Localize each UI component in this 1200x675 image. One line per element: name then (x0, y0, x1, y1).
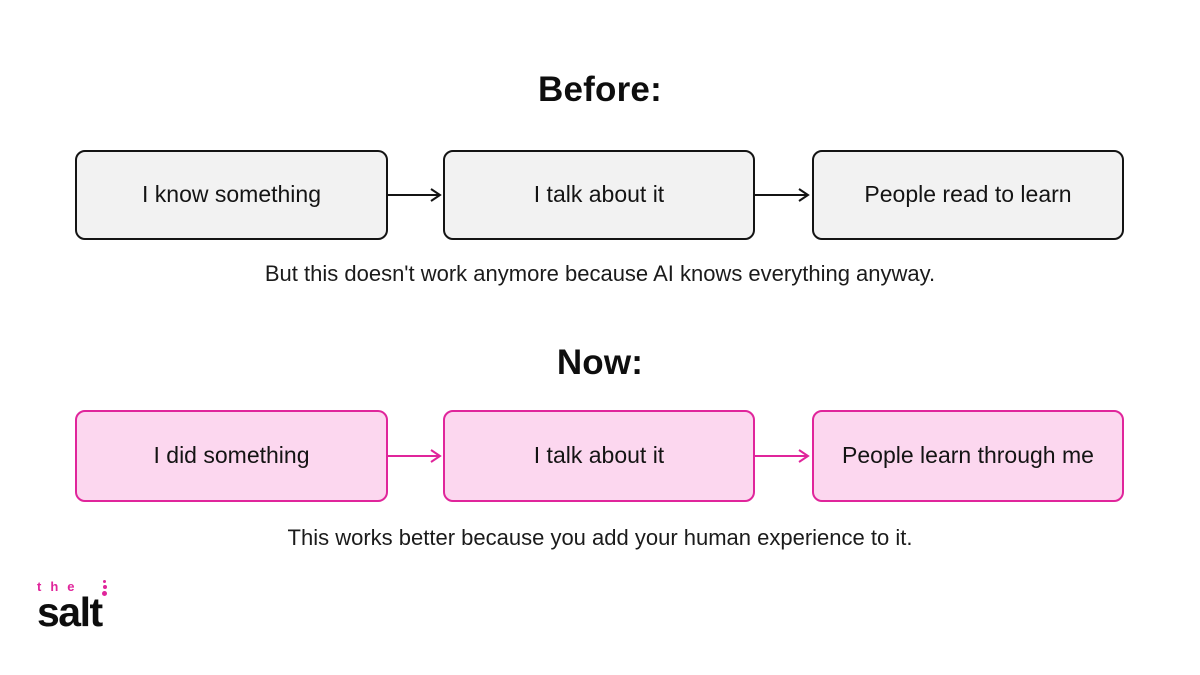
pink-arrow-icon (386, 449, 442, 463)
before-heading: Before: (538, 70, 662, 109)
logo-salt-text: salt (37, 589, 103, 635)
logo-dots-icon (102, 580, 107, 596)
pink-arrow-icon (754, 449, 810, 463)
now-box-did-something: I did something (75, 410, 388, 502)
logo-the-text: the (37, 579, 84, 594)
before-box-label: I know something (142, 181, 321, 208)
before-box-people-read: People read to learn (812, 150, 1124, 240)
before-box-know-something: I know something (75, 150, 388, 240)
thesalt-logo: the salt (37, 580, 127, 640)
now-heading: Now: (556, 343, 644, 382)
before-box-label: I talk about it (533, 181, 665, 208)
now-box-label: People learn through me (842, 442, 1094, 469)
black-arrow-icon (386, 188, 442, 202)
before-caption: But this doesn't work anymore because AI… (264, 261, 936, 286)
now-box-talk-about-it: I talk about it (443, 410, 755, 502)
before-box-label: People read to learn (864, 181, 1072, 208)
now-caption: This works better because you add your h… (287, 525, 913, 550)
now-box-label: I talk about it (533, 442, 665, 469)
before-box-talk-about-it: I talk about it (443, 150, 755, 240)
now-box-people-learn: People learn through me (812, 410, 1124, 502)
black-arrow-icon (754, 188, 810, 202)
now-box-label: I did something (153, 442, 310, 469)
